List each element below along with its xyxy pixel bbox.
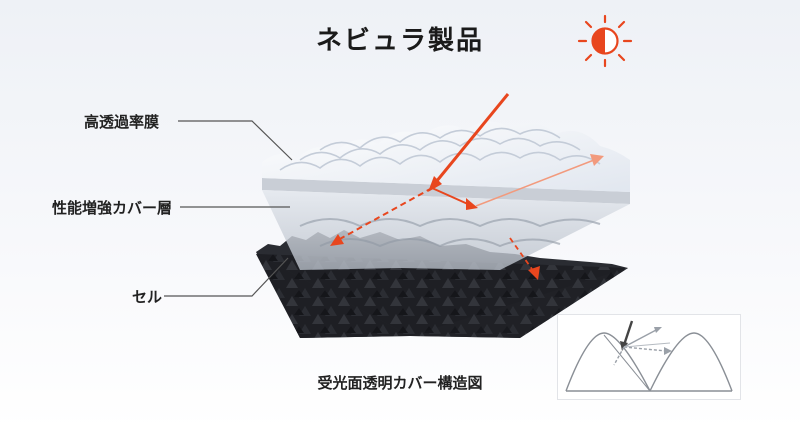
film-layer xyxy=(262,121,630,192)
label-film: 高透過率膜 xyxy=(84,113,160,131)
light-rays xyxy=(330,93,604,280)
sun-icon xyxy=(577,14,633,68)
page-title: ネビュラ製品 xyxy=(315,26,484,56)
diagram-caption: 受光面透明カバー構造図 xyxy=(317,374,483,392)
label-cover: 性能増強カバー層 xyxy=(52,199,173,217)
leader-lines xyxy=(164,120,293,297)
cover-layer xyxy=(262,178,630,270)
label-cell: セル xyxy=(132,288,163,306)
refraction-inset xyxy=(557,314,741,400)
